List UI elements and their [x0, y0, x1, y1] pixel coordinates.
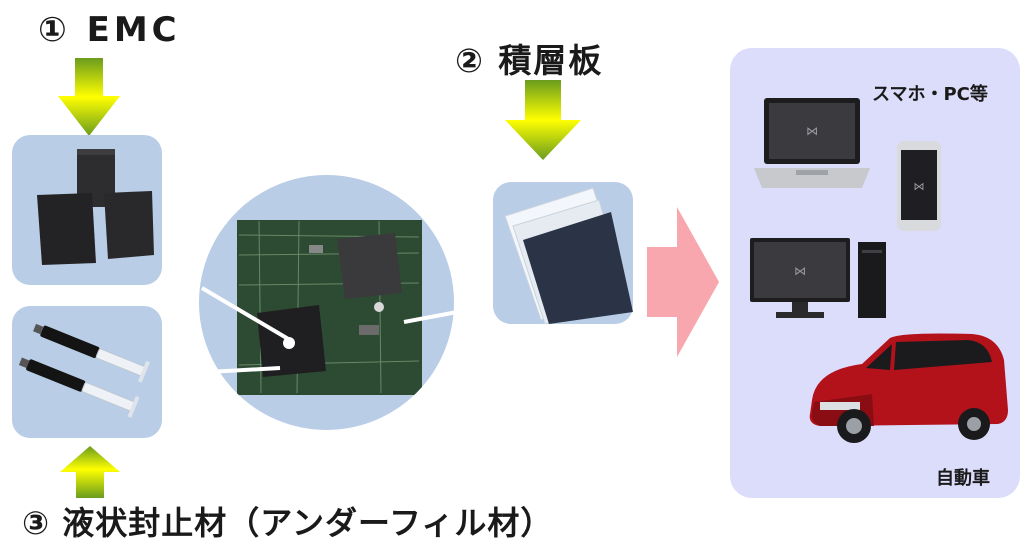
syringe-image — [18, 323, 150, 418]
arrow-up-icon — [60, 446, 120, 498]
svg-text:⋈: ⋈ — [794, 264, 806, 278]
products-panel: スマホ・PC等 ⋈ ⋈ ⋈ 自動車 — [730, 48, 1020, 498]
laminate-label: ② 積層板 — [455, 41, 604, 80]
laptop-icon: ⋈ — [754, 98, 870, 188]
svg-text:⋈: ⋈ — [806, 124, 818, 138]
circuit-board-image — [237, 220, 422, 395]
automobile-label: 自動車 — [936, 468, 990, 489]
underfill-tile — [12, 306, 162, 438]
arrow-down-icon — [505, 80, 581, 160]
laminate-tile — [493, 182, 633, 325]
circuit-board-circle — [199, 175, 454, 430]
emc-blocks-image — [37, 149, 154, 265]
pointer-lines — [200, 286, 469, 374]
desktop-pc-icon: ⋈ — [750, 238, 886, 318]
underfill-label: ③ 液状封止材（アンダーフィル材） — [22, 504, 554, 542]
smartphone-icon: ⋈ — [897, 141, 941, 231]
arrow-right-icon — [647, 207, 719, 357]
car-icon — [809, 333, 1008, 443]
arrow-down-icon — [58, 58, 120, 136]
svg-text:⋈: ⋈ — [914, 180, 925, 193]
emc-label: ① EMC — [38, 10, 181, 50]
devices-label: スマホ・PC等 — [872, 84, 988, 105]
emc-tile — [12, 135, 162, 285]
laminate-boards-image — [504, 187, 633, 325]
